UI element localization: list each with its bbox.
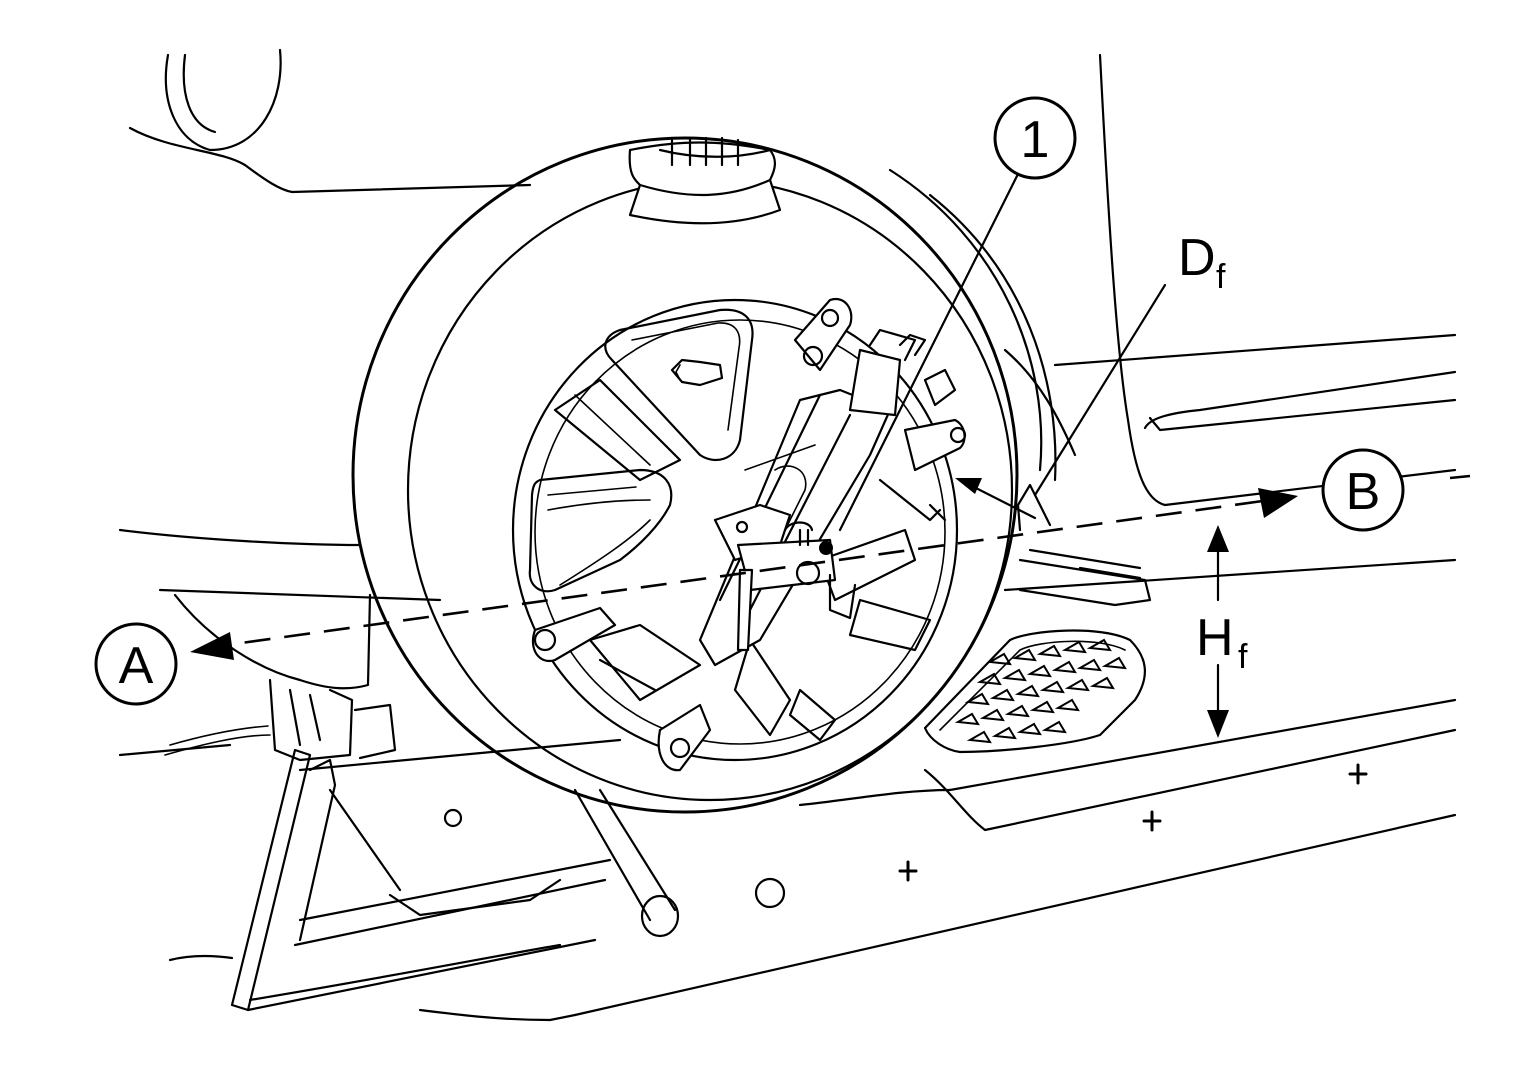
h-f-main: H (1196, 609, 1234, 667)
point-a-label: A (119, 637, 154, 695)
arrow-head-a (190, 632, 234, 660)
point-a-circle (94, 622, 178, 706)
fender-upper-left (128, 48, 532, 194)
body-panel-right (1003, 53, 1457, 507)
axle-rod (573, 788, 680, 938)
wheel-arch-left (118, 528, 442, 690)
callout-1-circle (993, 96, 1077, 180)
side-step (923, 548, 1152, 754)
lift-arm-left (164, 678, 397, 762)
gauge-center-point (819, 541, 833, 555)
point-b: B (1321, 448, 1405, 532)
d-dimension (955, 283, 1167, 532)
alignment-gauge (531, 297, 967, 772)
h-f-label: H f (1196, 609, 1248, 676)
arrow-head-b (1258, 488, 1298, 518)
lift-frame (118, 738, 786, 1022)
step-tread-pattern (954, 638, 1127, 744)
d-f-main: D (1178, 229, 1216, 287)
h-dimension (1207, 525, 1229, 738)
point-a: A (94, 622, 178, 706)
fastener-marks (898, 763, 1368, 882)
suspension-spring (628, 136, 782, 225)
callout-1-label: 1 (1021, 111, 1050, 169)
callout-1: 1 (838, 96, 1077, 532)
rocker-panel (573, 558, 1457, 1017)
d-f-sub: f (1216, 258, 1226, 296)
point-b-circle (1321, 448, 1405, 532)
reference-line-ab (190, 474, 1471, 660)
d-f-label: D f (1178, 229, 1226, 296)
h-f-sub: f (1238, 638, 1248, 676)
point-b-label: B (1346, 463, 1381, 521)
